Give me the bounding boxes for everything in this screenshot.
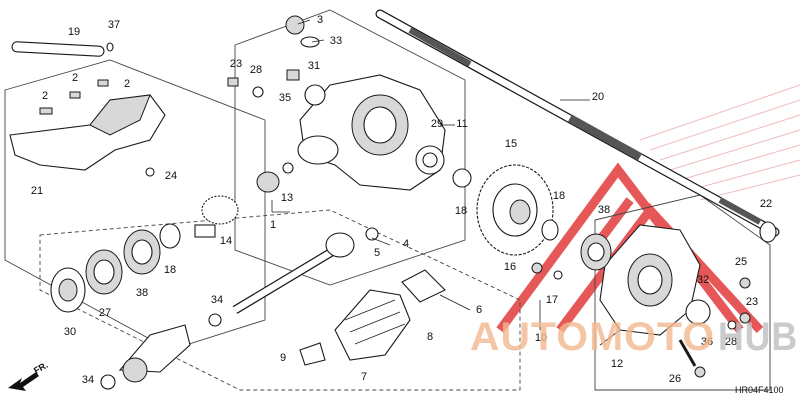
label-17: 17 [546, 294, 558, 306]
reference-code: HR04F4100 [735, 385, 784, 395]
watermark-word-b: HUB [718, 315, 798, 359]
label-23b: 23 [746, 296, 758, 308]
label-24: 24 [165, 170, 177, 182]
watermark-word-a: AUTOMOTO [470, 315, 715, 359]
label-2b: 2 [124, 78, 130, 90]
ring-gear-15 [476, 164, 559, 256]
label-1: 1 [270, 219, 276, 231]
label-3: 3 [317, 14, 323, 26]
gear-case-cover-12 [531, 224, 751, 378]
final-gear-case-11 [227, 15, 472, 193]
label-2a: 2 [72, 72, 78, 84]
label-7: 7 [361, 371, 367, 383]
label-28b: 28 [725, 336, 737, 348]
label-18a: 18 [455, 205, 467, 217]
label-6: 6 [476, 304, 482, 316]
leader-lines [271, 19, 621, 346]
label-26: 26 [669, 373, 681, 385]
label-38a: 38 [598, 204, 610, 216]
group-frames [4, 9, 771, 391]
watermark-wing [639, 84, 800, 201]
front-arrow-label: FR. [32, 360, 50, 376]
label-34b: 34 [82, 374, 94, 386]
label-19: 19 [68, 26, 80, 38]
label-33: 33 [330, 35, 342, 47]
label-11: 11 [456, 118, 467, 130]
label-18b: 18 [553, 190, 565, 202]
label-28a: 28 [250, 64, 262, 76]
label-31: 31 [308, 60, 320, 72]
label-32: 32 [697, 274, 709, 286]
label-15: 15 [505, 138, 517, 150]
label-13: 13 [281, 192, 293, 204]
label-27: 27 [99, 307, 111, 319]
label-12: 12 [611, 358, 623, 370]
label-30: 30 [64, 326, 76, 338]
pinion-14 [50, 195, 239, 313]
label-25: 25 [735, 256, 747, 268]
tube-19 [11, 41, 114, 57]
label-34a: 34 [211, 294, 223, 306]
callout-labels: 3 33 37 19 2 2 2 23 28 31 35 20 29 11 15… [31, 14, 772, 386]
boot-7 [299, 269, 446, 366]
front-arrow: FR. [8, 360, 50, 391]
cover-21 [9, 79, 166, 177]
label-37: 37 [108, 19, 120, 31]
label-14: 14 [220, 235, 232, 247]
label-35: 35 [279, 92, 291, 104]
label-21: 21 [31, 185, 43, 197]
label-8: 8 [427, 331, 433, 343]
label-5: 5 [374, 247, 380, 259]
label-9: 9 [280, 352, 286, 364]
label-16: 16 [504, 261, 516, 273]
watermark-logo [496, 162, 764, 334]
label-4: 4 [403, 238, 409, 250]
label-20: 20 [592, 91, 604, 103]
label-36: 36 [701, 336, 713, 348]
label-18c: 18 [164, 264, 176, 276]
label-2c: 2 [42, 90, 48, 102]
label-23a: 23 [230, 58, 242, 70]
rear-shaft-20 [375, 9, 780, 243]
propeller-shaft-4 [100, 227, 379, 390]
watermark-text: AUTOMOTO HUB [470, 315, 798, 359]
label-29: 29 [431, 118, 443, 130]
label-38b: 38 [136, 287, 148, 299]
label-10: 10 [535, 332, 547, 344]
label-22: 22 [760, 198, 772, 210]
